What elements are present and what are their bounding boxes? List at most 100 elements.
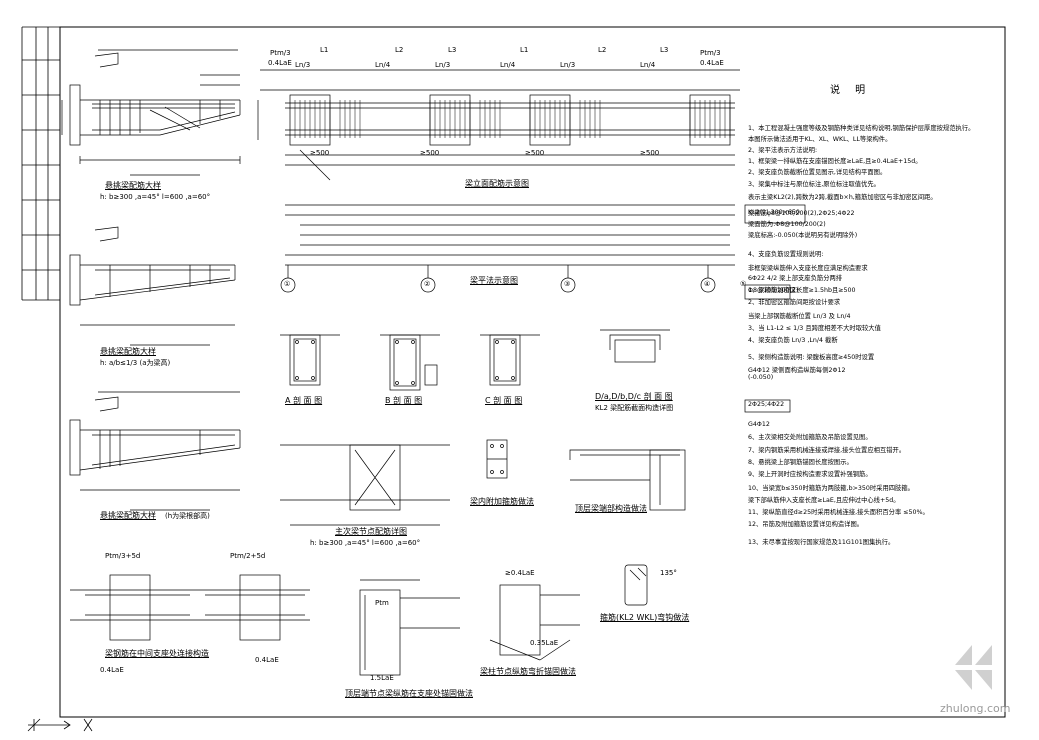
- grid-axis-bubble: ③: [564, 280, 571, 288]
- beam-elevation: [257, 69, 740, 181]
- note-line: 1、梁箍筋加密区长度≥1.5hb且≥500: [748, 287, 856, 294]
- section-d-title: D/a,D/b,D/c 剖 面 图: [595, 392, 673, 401]
- joint-title-2: 梁内附加箍筋做法: [470, 497, 534, 506]
- section-b-title: B 剖 面 图: [385, 396, 423, 405]
- cantilever-detail-3: [69, 391, 241, 511]
- binding-strip: [21, 26, 60, 301]
- notes-title: 说 明: [830, 85, 872, 96]
- note-line: 梁面筋为:Φ8@100/200(2): [748, 221, 826, 228]
- rebar-label: Ln/4: [375, 61, 391, 69]
- note-line: 6Φ22 4/2 梁上部支座负筋分两排: [748, 275, 843, 282]
- grid-axis-bubble: ②: [424, 280, 431, 288]
- bottom-title-3: 梁柱节点纵筋弯折锚固做法: [480, 667, 576, 676]
- rebar-label: Ln/3: [435, 61, 451, 69]
- section-d: [600, 329, 670, 363]
- dim-label: L1: [320, 46, 329, 54]
- note-line: 2、梁支座负筋截断位置见图示,详见结构平面图。: [748, 169, 887, 176]
- grid-axis-bubble: ④: [704, 280, 711, 288]
- top-end-node-detail: [359, 579, 460, 676]
- beam-left-note: Ptm/3: [270, 49, 291, 57]
- joint-note-1: h: b≥300 ,a=45° l=600 ,a=60°: [310, 539, 421, 547]
- rebar-label: ≥500: [310, 149, 330, 157]
- section-c-title: C 剖 面 图: [485, 396, 523, 405]
- beam-right-note: Ptm/3: [700, 49, 721, 57]
- grid-axis-bubble: ⑤: [740, 280, 747, 288]
- drawing-frame: [59, 26, 1006, 718]
- top-beam-end-detail: [569, 449, 686, 511]
- stirrup-hook-detail: [624, 564, 648, 606]
- note-line: 7、梁内钢筋采用机械连接或焊接,接头位置应相互错开。: [748, 447, 906, 454]
- cantilever-detail-2: [69, 226, 236, 346]
- note-line: 13、未尽事宜按现行国家规范及11G101图集执行。: [748, 539, 895, 546]
- section-b: [380, 334, 440, 391]
- note-line: 本图所示做法适用于KL、XL、WKL、LL等梁构件。: [748, 136, 892, 143]
- bottom-note: Ptm: [375, 599, 389, 607]
- dim-label: L1: [520, 46, 529, 54]
- cantilever-note-3: (h为梁根部高): [165, 512, 210, 520]
- legend-item: G4Φ12: [748, 421, 770, 428]
- dim-label: L3: [660, 46, 669, 54]
- cantilever-note-2: h: a/b≤1/3 (a为梁高): [100, 359, 171, 367]
- beam-anchor-left: 0.4LaE: [268, 59, 292, 67]
- joint-title-3: 顶层梁端部构造做法: [575, 504, 647, 513]
- support-connection-detail: [70, 574, 310, 641]
- note-line: 3、梁集中标注与原位标注,原位标注取值优先。: [748, 181, 880, 188]
- rebar-label: ≥500: [640, 149, 660, 157]
- legend-item: (-0.050): [748, 374, 774, 381]
- ucs-axis-icon: [27, 718, 93, 732]
- rebar-label: Ln/3: [295, 61, 311, 69]
- section-c: [480, 334, 540, 386]
- dim-label: L2: [395, 46, 404, 54]
- note-line: 2、非加密区箍筋间距按设计要求: [748, 299, 841, 306]
- note-line: 4、支座负筋设置规则说明:: [748, 251, 824, 258]
- bottom-title-4: 箍筋(KL2 WKL)弯钩做法: [600, 613, 690, 622]
- bottom-note: ≥0.4LaE: [505, 569, 535, 577]
- bottom-note: 0.4LaE: [100, 666, 124, 674]
- beam-elevation-title: 梁立面配筋示意图: [465, 179, 529, 188]
- note-line: 6、主次梁相交处附加箍筋及吊筋设置见图。: [748, 434, 872, 441]
- note-line: 2、梁平法表示方法说明:: [748, 147, 818, 154]
- legend-item: KL2(2) 300×650: [748, 209, 800, 216]
- bottom-title-2: 顶层端节点梁纵筋在支座处锚固做法: [345, 689, 473, 698]
- note-line: 5、梁侧构造筋说明: 梁腹板高度≥450时设置: [748, 354, 875, 361]
- zhulong-logo: [955, 645, 992, 690]
- plan-title: 梁平法示意图: [470, 276, 518, 285]
- rebar-label: Ln/4: [500, 61, 516, 69]
- column-beam-node-detail: [489, 584, 580, 661]
- cantilever-note-1: h: b≥300 ,a=45° l=600 ,a=60°: [100, 193, 211, 201]
- bottom-note: 135°: [660, 569, 677, 577]
- cantilever-title-2: 悬挑梁配筋大样: [100, 347, 156, 356]
- note-line: 10、当梁宽b≤350时箍筋为两肢箍,b>350时采用四肢箍。: [748, 485, 914, 492]
- note-line: 梁箍筋φ8@100/200(2),2Φ25;4Φ22: [748, 210, 855, 217]
- note-line: 1、本工程混凝土强度等级及钢筋种类详见结构说明,钢筋保护层厚度按规范执行。: [748, 125, 975, 132]
- rebar-label: ≥500: [525, 149, 545, 157]
- section-note: KL2 梁配筋截面构造详图: [595, 404, 674, 412]
- added-stirrup-detail: [486, 439, 508, 479]
- legend-item: 2Φ25;4Φ22: [748, 401, 785, 408]
- note-line: 4、梁支座负筋 Ln/3 ,Ln/4 截断: [748, 337, 838, 344]
- bottom-title-1: 梁钢筋在中间支座处连接构造: [105, 649, 209, 658]
- dim-label: L3: [448, 46, 457, 54]
- joint-title-1: 主次梁节点配筋详图: [335, 527, 407, 536]
- primary-secondary-beam-joint: [280, 444, 450, 526]
- cantilever-title-3: 悬挑梁配筋大样: [100, 511, 156, 520]
- legend-item: Φ8@100/200(2): [748, 287, 799, 294]
- note-line: 梁下部纵筋伸入支座长度≥LaE,且应伸过中心线+5d。: [748, 497, 900, 504]
- bottom-note: 0.35LaE: [530, 639, 559, 647]
- note-line: 11、梁纵筋直径d≥25时采用机械连接,接头面积百分率 ≤50%。: [748, 509, 929, 516]
- note-line: G4Φ12 梁侧面构造纵筋每侧2Φ12: [748, 367, 846, 374]
- note-line: 1、框架梁一排纵筋在支座锚固长度≥LaE,且≥0.4LaE+15d。: [748, 158, 922, 165]
- notes-box: [744, 204, 806, 413]
- cantilever-detail-1: [61, 49, 241, 176]
- section-a: [280, 334, 340, 386]
- beam-plan-schematic: [280, 204, 735, 293]
- note-line: 表示主梁KL2(2),跨数为2跨,截面b×h,箍筋加密区与非加密区间距。: [748, 194, 937, 201]
- note-line: 8、悬挑梁上部钢筋锚固长度按图示。: [748, 459, 853, 466]
- bottom-note: Ptm/2+5d: [230, 552, 266, 560]
- section-a-title: A 剖 面 图: [285, 396, 323, 405]
- note-line: 12、吊筋及附加箍筋设置详见构造详图。: [748, 521, 864, 528]
- bottom-note: Ptm/3+5d: [105, 552, 141, 560]
- beam-anchor-right: 0.4LaE: [700, 59, 724, 67]
- watermark-text: zhulong.com: [940, 702, 1011, 715]
